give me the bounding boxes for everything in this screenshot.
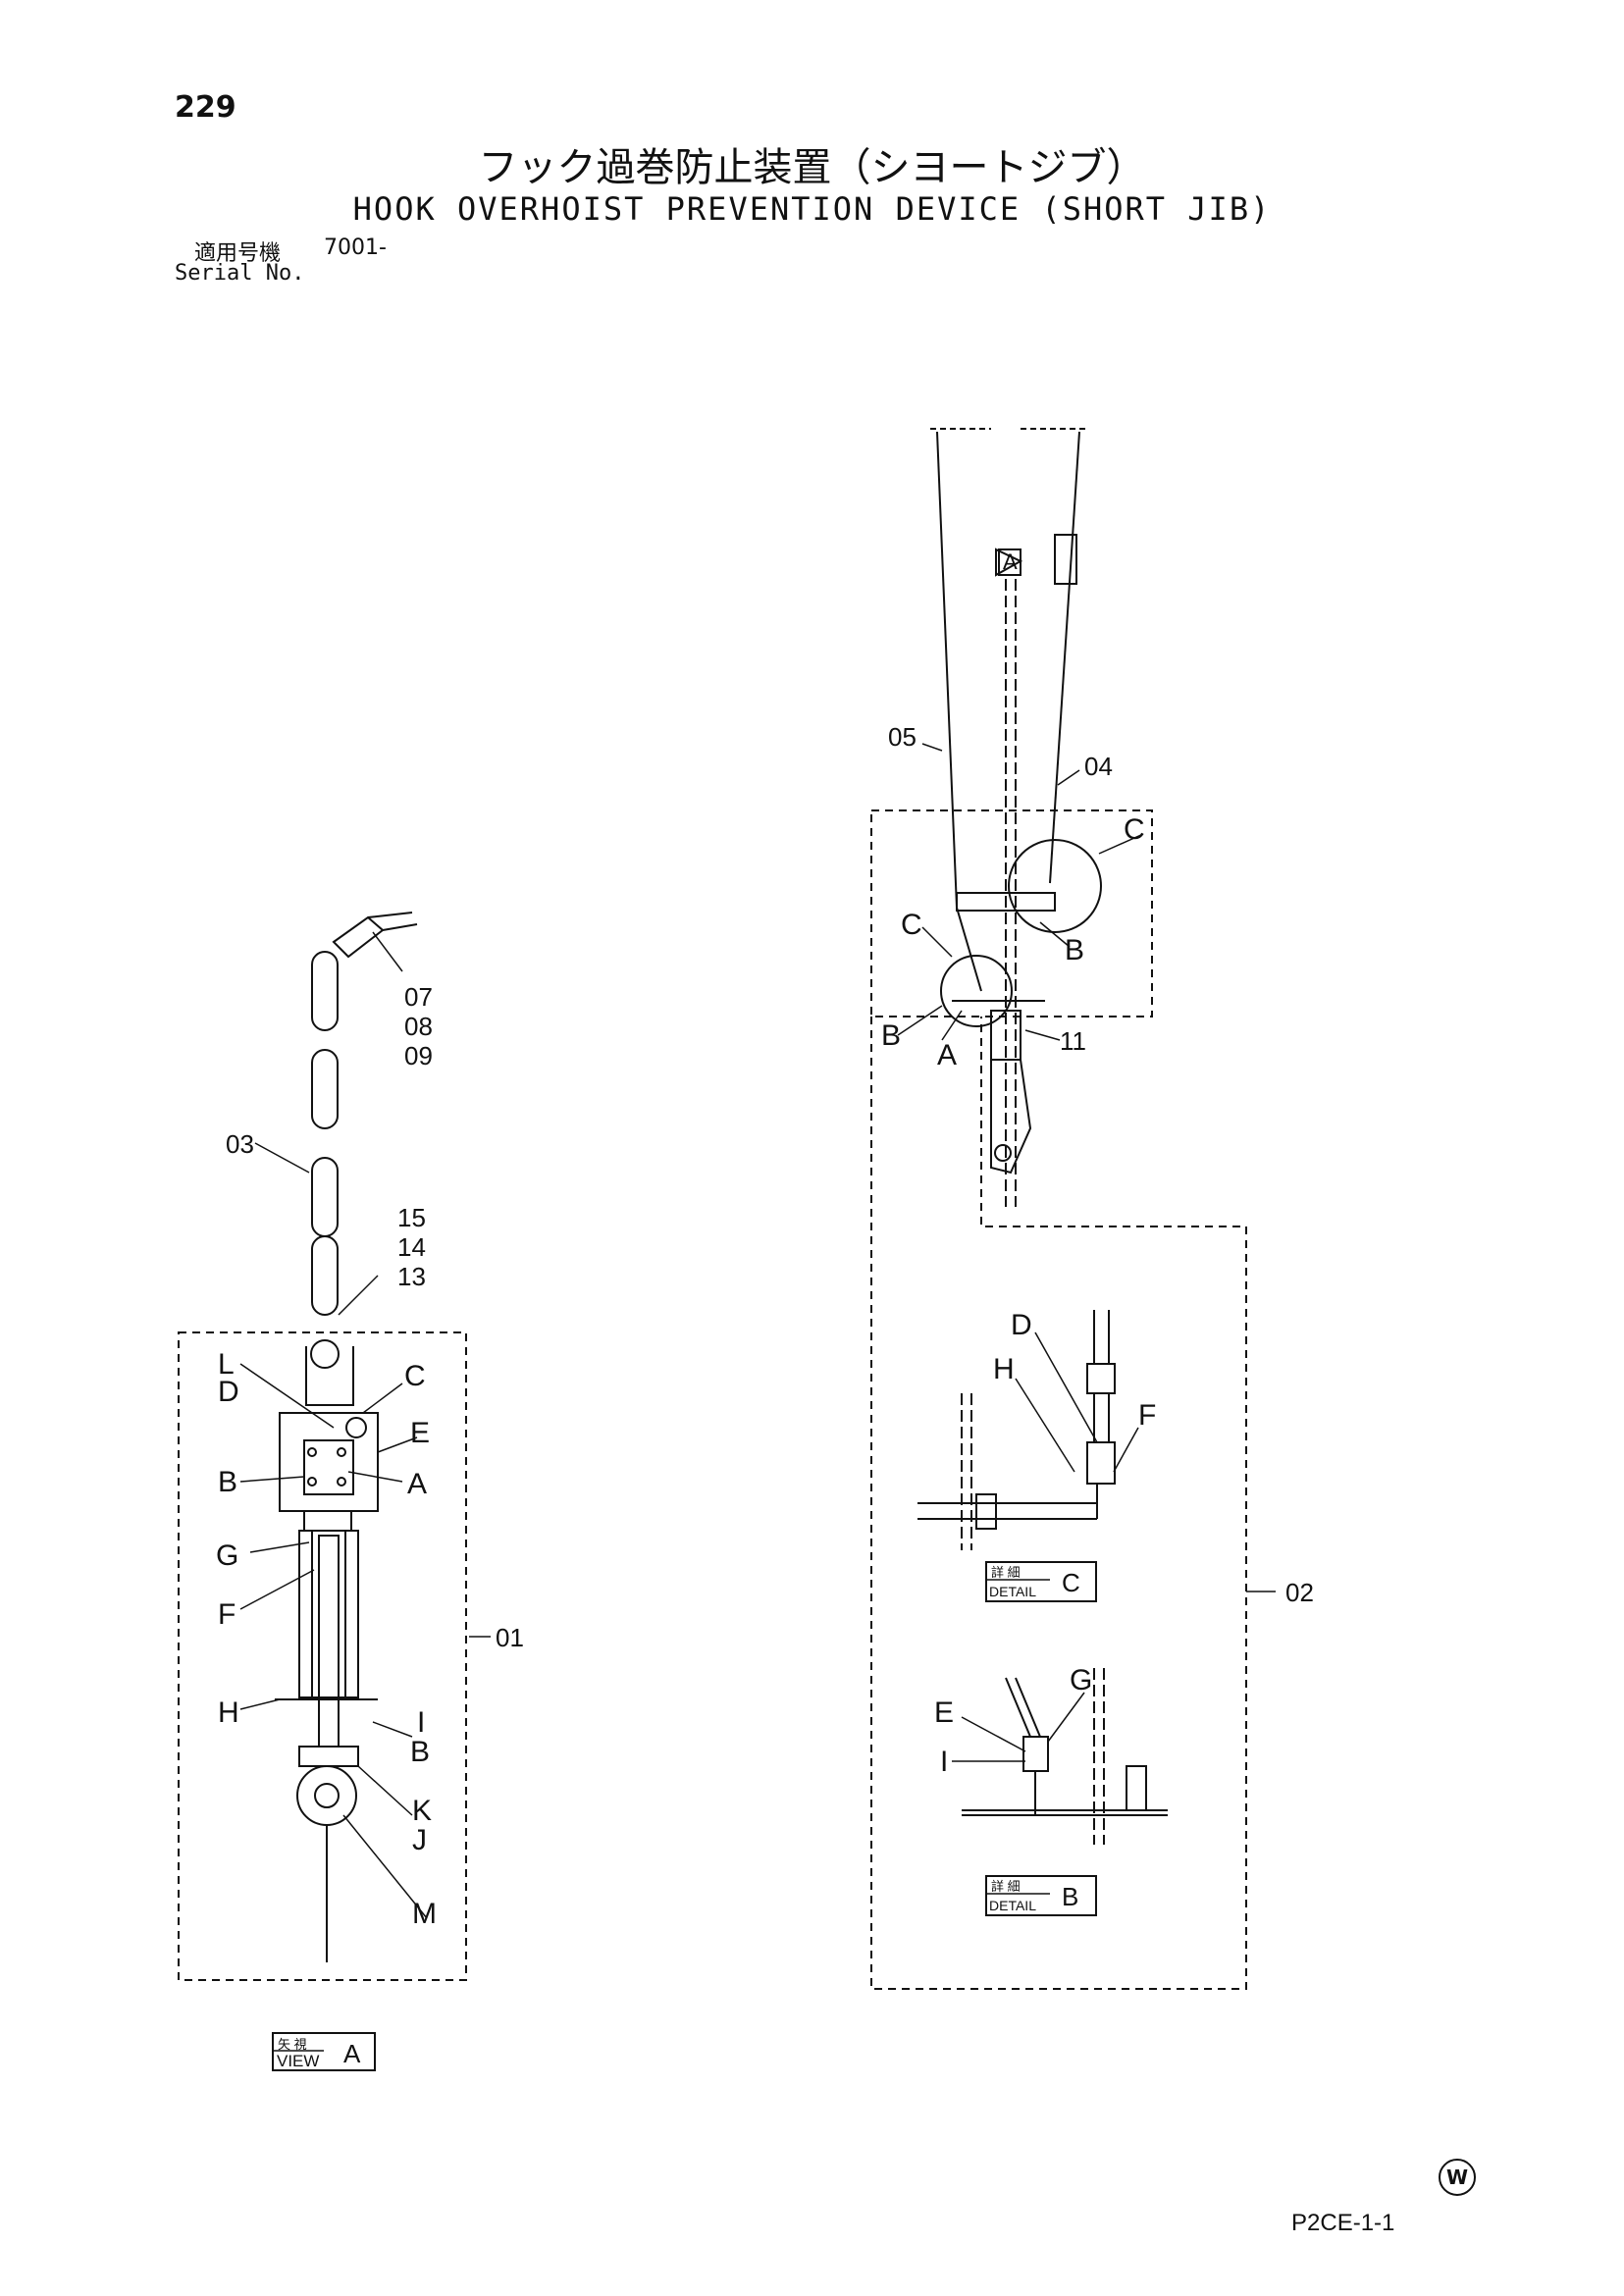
callout-07: 07 [404, 982, 433, 1012]
view-a-jp: 矢 視 [278, 2037, 307, 2052]
callout-J: J [412, 1824, 427, 1856]
right-leader-lines [897, 743, 1276, 1762]
callout-F: F [218, 1598, 236, 1631]
left-leader-lines [239, 931, 491, 1919]
callout-G: G [216, 1539, 238, 1572]
callout-L: L [218, 1348, 235, 1381]
callout-11: 11 [1060, 1026, 1086, 1056]
mechanism [940, 839, 1102, 1174]
callout-F-detail: F [1138, 1399, 1156, 1432]
callout-M: M [412, 1898, 437, 1930]
callout-I-detail: I [940, 1746, 948, 1778]
callout-15: 15 [397, 1203, 426, 1232]
callout-I: I [417, 1706, 425, 1739]
detail-b-jp: 詳 細 [991, 1879, 1021, 1894]
w-circle-mark: W [1439, 2159, 1476, 2196]
callout-H-detail: H [993, 1353, 1015, 1385]
detail-frame-02 [870, 1017, 1247, 1990]
callout-C-mid: C [901, 909, 922, 941]
callout-C: C [404, 1360, 426, 1392]
callout-14: 14 [397, 1232, 426, 1262]
callout-H: H [218, 1696, 239, 1729]
left-callouts: 07 08 09 03 15 14 13 01 L D C E B A G F … [216, 982, 524, 2070]
detail-c-jp: 詳 細 [991, 1565, 1021, 1580]
callout-B: B [218, 1466, 237, 1498]
callout-03: 03 [226, 1129, 254, 1159]
page-number: 229 [175, 90, 236, 125]
drawing-code: P2CE-1-1 [1291, 2210, 1395, 2236]
view-arrow-a: A [1003, 549, 1018, 574]
right-callouts: 05 04 11 02 A C C B B A D H F E G I 詳 細 … [881, 549, 1314, 1913]
callout-G-detail: G [1070, 1664, 1092, 1696]
serial-label-english: Serial No. [175, 261, 305, 286]
callout-D: D [218, 1376, 239, 1408]
callout-B-mid: B [881, 1019, 901, 1052]
callout-09: 09 [404, 1041, 433, 1070]
jib-cables [930, 428, 1089, 1207]
detail-c-letter: C [1062, 1568, 1080, 1597]
detail-c-drawing [917, 1310, 1116, 1602]
view-a-en: VIEW [277, 2052, 319, 2070]
callout-C-upper: C [1124, 813, 1145, 846]
callout-E-detail: E [934, 1696, 954, 1729]
chain-assembly [311, 912, 418, 1316]
callout-K: K [412, 1795, 432, 1827]
detail-b-drawing [962, 1668, 1168, 1916]
serial-number-value: 7001- [324, 235, 387, 260]
callout-02: 02 [1285, 1578, 1314, 1607]
page-title-japanese: フック過巻防止装置（シヨートジブ） [478, 145, 1146, 190]
callout-08: 08 [404, 1012, 433, 1041]
callout-B-lower: B [410, 1736, 430, 1768]
view-a-letter: A [343, 2039, 361, 2068]
detail-b-en: DETAIL [989, 1898, 1036, 1913]
view-a-box [272, 2032, 376, 2071]
callout-B-upper: B [1065, 934, 1084, 966]
callout-D-detail: D [1011, 1309, 1032, 1341]
callout-E: E [410, 1417, 430, 1449]
serial-label-japanese: 適用号機 [194, 241, 282, 266]
callout-05: 05 [888, 722, 917, 752]
detail-b-letter: B [1062, 1882, 1078, 1911]
callout-04: 04 [1084, 752, 1113, 781]
switch-body [275, 1339, 379, 1962]
detail-frame-upper [870, 809, 1153, 1018]
page-title-english: HOOK OVERHOIST PREVENTION DEVICE (SHORT … [352, 190, 1272, 228]
callout-A: A [407, 1468, 427, 1500]
callout-13: 13 [397, 1262, 426, 1291]
callout-A-mid: A [937, 1039, 957, 1071]
detail-c-en: DETAIL [989, 1584, 1036, 1599]
callout-01: 01 [496, 1623, 524, 1652]
detail-frame-01 [178, 1331, 467, 1981]
